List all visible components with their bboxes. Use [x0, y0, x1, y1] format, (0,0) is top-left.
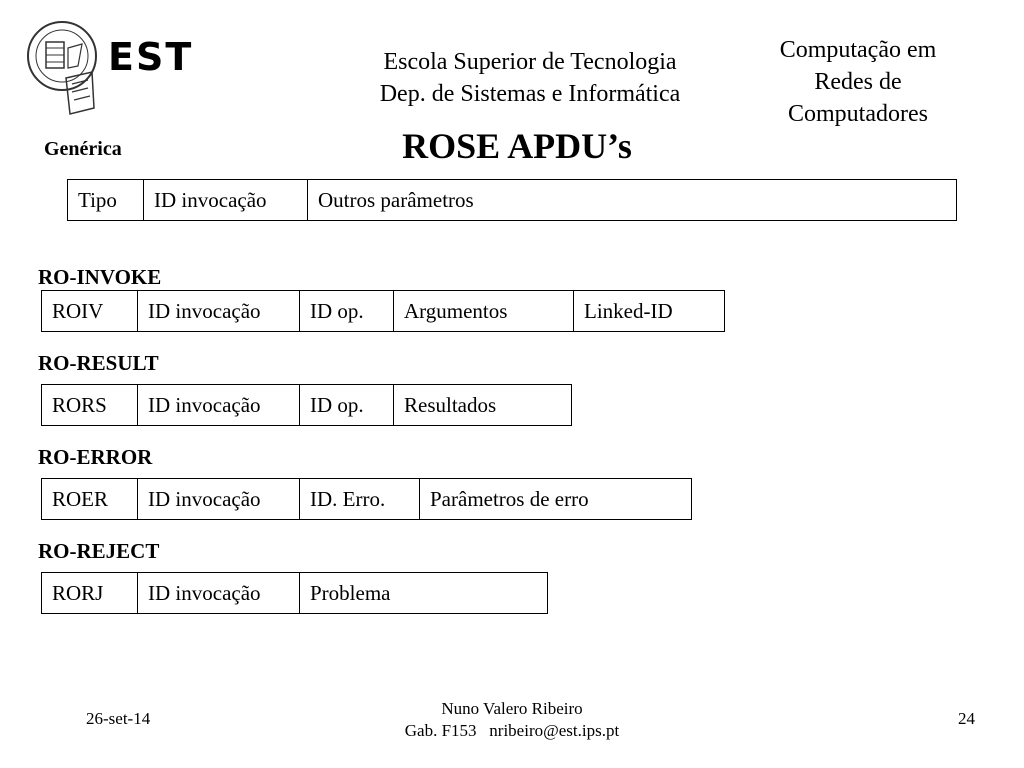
table-row: Tipo ID invocação Outros parâmetros — [67, 179, 957, 221]
ro-reject-label: RO-REJECT — [38, 539, 160, 563]
course-heading: Computação em Redes de Computadores — [748, 34, 968, 130]
course-line-3: Computadores — [788, 101, 928, 127]
table-cell: RORJ — [41, 572, 138, 614]
table-cell: ID. Erro. — [299, 478, 420, 520]
school-heading: Escola Superior de Tecnologia Dep. de Si… — [320, 46, 740, 110]
table-cell: ID op. — [299, 384, 394, 426]
table-cell: Parâmetros de erro — [419, 478, 692, 520]
table-row: RORS ID invocação ID op. Resultados — [41, 384, 572, 426]
table-cell: Problema — [299, 572, 548, 614]
table-cell: ID op. — [299, 290, 394, 332]
logo-text: EST — [108, 35, 194, 79]
footer-contact: Gab. F153 nribeiro@est.ips.pt — [362, 720, 662, 742]
table-cell: ROER — [41, 478, 138, 520]
course-line-1: Computação em — [779, 37, 937, 63]
table-cell: Argumentos — [393, 290, 574, 332]
ro-error-table: ROER ID invocação ID. Erro. Parâmetros d… — [41, 478, 692, 520]
table-row: RORJ ID invocação Problema — [41, 572, 548, 614]
school-name: Escola Superior de Tecnologia — [383, 49, 677, 75]
est-logo: EST — [22, 18, 212, 118]
table-cell: Resultados — [393, 384, 572, 426]
table-cell: ID invocação — [137, 384, 300, 426]
table-cell: ID invocação — [137, 478, 300, 520]
table-row: ROIV ID invocação ID op. Argumentos Link… — [41, 290, 725, 332]
course-line-2: Redes de — [814, 69, 902, 95]
generic-apdu-table: Tipo ID invocação Outros parâmetros — [67, 179, 957, 221]
footer-office: Gab. F153 — [404, 721, 477, 740]
table-cell: ROIV — [41, 290, 138, 332]
generic-label: Genérica — [44, 138, 122, 160]
table-cell: ID invocação — [137, 572, 300, 614]
ro-result-table: RORS ID invocação ID op. Resultados — [41, 384, 572, 426]
ro-error-label: RO-ERROR — [38, 445, 153, 469]
ro-invoke-table: ROIV ID invocação ID op. Argumentos Link… — [41, 290, 725, 332]
table-row: ROER ID invocação ID. Erro. Parâmetros d… — [41, 478, 692, 520]
table-cell: Tipo — [67, 179, 144, 221]
institute-seal-icon — [27, 21, 97, 115]
table-cell: ID invocação — [137, 290, 300, 332]
slide-title: ROSE APDU’s — [402, 126, 632, 166]
department-name: Dep. de Sistemas e Informática — [379, 81, 681, 107]
footer-date: 26-set-14 — [86, 709, 151, 728]
table-cell: RORS — [41, 384, 138, 426]
footer-author-block: Nuno Valero Ribeiro Gab. F153 nribeiro@e… — [362, 698, 662, 742]
ro-result-label: RO-RESULT — [38, 351, 159, 375]
table-cell: Outros parâmetros — [307, 179, 957, 221]
table-cell: ID invocação — [143, 179, 308, 221]
page-number: 24 — [958, 709, 975, 728]
footer-email: nribeiro@est.ips.pt — [489, 721, 620, 740]
table-cell: Linked-ID — [573, 290, 725, 332]
ro-reject-table: RORJ ID invocação Problema — [41, 572, 548, 614]
footer-author: Nuno Valero Ribeiro — [441, 699, 583, 718]
ro-invoke-label: RO-INVOKE — [38, 265, 162, 289]
